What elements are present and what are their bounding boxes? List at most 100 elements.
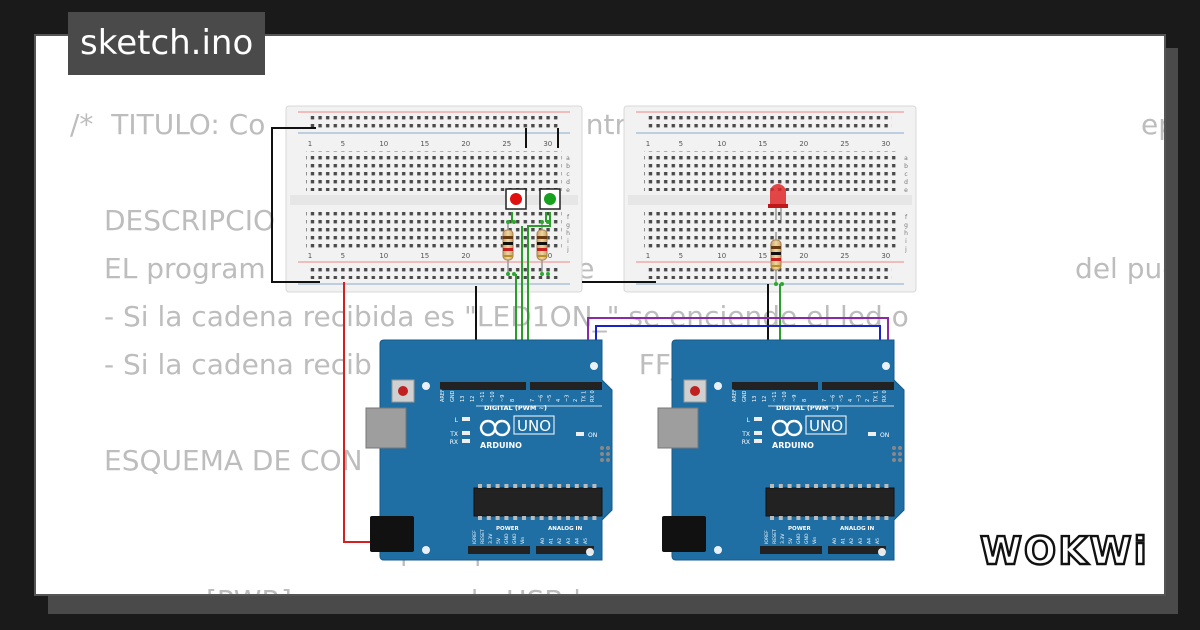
code-line: ESQUEMA DE CON: [104, 444, 363, 477]
pin-label: AREF: [440, 389, 446, 402]
wire-purple-serial[interactable]: [587, 317, 889, 352]
pin-label: GND: [742, 390, 748, 402]
file-tab-sketch[interactable]: sketch.ino: [68, 12, 266, 75]
code-line: [PWR] | USB |: [206, 584, 582, 594]
power-label: POWER: [788, 526, 812, 532]
breadboard-row-letter: b: [566, 163, 570, 170]
pin-label: ~6: [539, 395, 545, 402]
wokwi-logo[interactable]: WOKWi: [978, 528, 1148, 574]
wokwi-logo-text: WOKWi: [980, 529, 1148, 573]
pin-label: 5V: [496, 537, 502, 544]
digital-label: DIGITAL (PWM ~): [776, 404, 839, 412]
pin-label: 7: [822, 399, 828, 402]
power-label: POWER: [496, 526, 520, 532]
breadboard-col-number: 10: [379, 140, 388, 148]
pin-label: 2: [573, 399, 579, 402]
pin-label: 4: [556, 399, 562, 402]
pin-label: TX 1: [582, 391, 588, 403]
arduino-brand: ARDUINO: [772, 441, 814, 450]
resistor-1: [502, 222, 514, 274]
arduino-model: UNO: [809, 417, 843, 435]
breadboard-col-number: 20: [799, 140, 808, 148]
breadboard-col-number: 10: [717, 252, 726, 260]
pin-label: AREF: [732, 389, 738, 402]
pin-label: 13: [752, 396, 758, 402]
pin-label: GND: [450, 390, 456, 402]
pin-label: ~10: [490, 391, 496, 402]
breadboard-col-number: 5: [679, 140, 683, 148]
pin-label: GND: [504, 533, 510, 544]
pin-label: Vin: [812, 537, 818, 544]
pin-label: ~10: [782, 391, 788, 402]
atmega-chip: [473, 487, 603, 517]
pin-label: 3.3V: [488, 533, 494, 544]
pin-label: 4: [848, 399, 854, 402]
breadboard-col-number: 15: [420, 252, 429, 260]
led-label: RX: [742, 439, 750, 446]
pin-label: ~3: [856, 395, 862, 402]
resistor-2: [536, 222, 548, 274]
breadboard-row-letter: i: [905, 238, 907, 245]
breadboard-col-number: 15: [420, 140, 429, 148]
pushbutton-green[interactable]: [539, 188, 561, 210]
breadboard-col-number: 30: [881, 252, 890, 260]
wire-black-left[interactable]: [271, 127, 320, 283]
pin-label: 8: [510, 399, 516, 402]
led-label: TX: [741, 431, 750, 438]
breadboard-col-number: 30: [543, 140, 552, 148]
breadboard-row-letter: g: [566, 222, 570, 229]
code-line: DESCRIPCIO: [104, 204, 276, 237]
breadboard-row-letter: h: [904, 230, 908, 237]
wire-blue-serial[interactable]: [595, 325, 881, 352]
breadboard-row-letter: a: [566, 155, 570, 162]
led-red[interactable]: [768, 184, 788, 220]
status-led: [462, 431, 470, 435]
usb-connector: [365, 407, 407, 449]
pin-label: ~11: [480, 391, 486, 402]
power-led: [868, 432, 876, 436]
breadboard-row-letter: f: [567, 214, 570, 221]
digital-label: DIGITAL (PWM ~): [484, 404, 547, 412]
pin-label: RESET: [480, 529, 486, 544]
led-label: RX: [450, 439, 458, 446]
breadboard-row-letter: d: [566, 179, 570, 186]
pin-label: ~3: [564, 395, 570, 402]
resistor-3: [770, 232, 782, 284]
breadboard-row-letter: e: [566, 187, 570, 194]
led-label: ON: [880, 432, 889, 439]
breadboard-col-number: 5: [341, 140, 345, 148]
breadboard-col-number: 15: [758, 140, 767, 148]
pin-label: 2: [865, 399, 871, 402]
status-led: [462, 417, 470, 421]
led-label: L: [455, 417, 459, 424]
pin-label: 7: [530, 399, 536, 402]
code-line: - Si la cadena recib FF_" s: [104, 348, 721, 381]
arduino-model: UNO: [517, 417, 551, 435]
atmega-chip: [765, 487, 895, 517]
breadboard-col-number: 20: [461, 252, 470, 260]
status-led: [754, 431, 762, 435]
breadboard-col-number: 5: [341, 252, 345, 260]
pin-label: GND: [512, 533, 518, 544]
pin-label: ~5: [547, 395, 553, 402]
pin-label: A0: [540, 538, 546, 544]
pin-label: GND: [796, 533, 802, 544]
pushbutton-red[interactable]: [505, 188, 527, 210]
breadboard-row-letter: i: [567, 238, 569, 245]
breadboard-row-letter: d: [904, 179, 908, 186]
pin-label: 12: [470, 396, 476, 402]
pin-label: 3.3V: [780, 533, 786, 544]
arduino-brand: ARDUINO: [480, 441, 522, 450]
breadboard-col-number: 1: [646, 252, 650, 260]
pin-label: A4: [574, 538, 580, 544]
pin-label: 5V: [788, 537, 794, 544]
pin-label: Vin: [520, 537, 526, 544]
analog-label: ANALOG IN: [840, 526, 875, 532]
analog-label: ANALOG IN: [548, 526, 583, 532]
pin-label: RX 0: [882, 390, 888, 402]
breadboard-col-number: 5: [679, 252, 683, 260]
